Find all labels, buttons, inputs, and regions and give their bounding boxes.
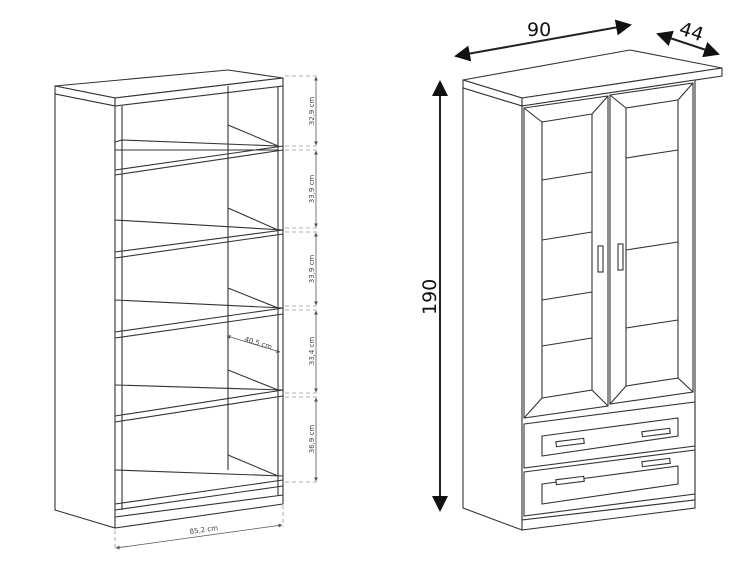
- width-label: 85,2 cm: [189, 524, 218, 536]
- shelves: [114, 124, 284, 529]
- door-handle-left: [597, 245, 604, 273]
- width-arrow: [454, 19, 632, 62]
- shelf-height-3: 33,9 cm: [308, 255, 316, 284]
- left-glass-door: [523, 95, 609, 419]
- shelf-height-4: 33,4 cm: [308, 337, 316, 366]
- drawer-handle: [641, 427, 671, 438]
- depth-label: 40,5 cm: [243, 335, 273, 351]
- drawer-handle: [555, 475, 585, 486]
- height-value: 190: [419, 279, 441, 315]
- depth-arrow: [656, 30, 720, 58]
- drawer-bottom: [523, 449, 696, 517]
- shelf-height-dimensions: 32,9 cm 33,9 cm 33,9 cm 33,4 cm 36,9 cm: [285, 75, 318, 483]
- open-bookcase: 32,9 cm 33,9 cm 33,9 cm 33,4 cm 36,9 cm …: [54, 69, 318, 550]
- width-value: 90: [527, 19, 551, 41]
- cabinet-side: [462, 87, 523, 531]
- shelf-height-2: 33,9 cm: [308, 175, 316, 204]
- glass-door-cabinet: 90 44 190: [419, 18, 723, 531]
- shelf-height-5: 36,9 cm: [308, 425, 316, 454]
- drawer-top: [523, 401, 696, 469]
- drawer-handle: [555, 437, 585, 448]
- shelf-height-1: 32,9 cm: [308, 97, 316, 126]
- drawer-handle: [641, 457, 671, 468]
- bookcase-side: [54, 93, 116, 529]
- door-handle-right: [617, 243, 624, 271]
